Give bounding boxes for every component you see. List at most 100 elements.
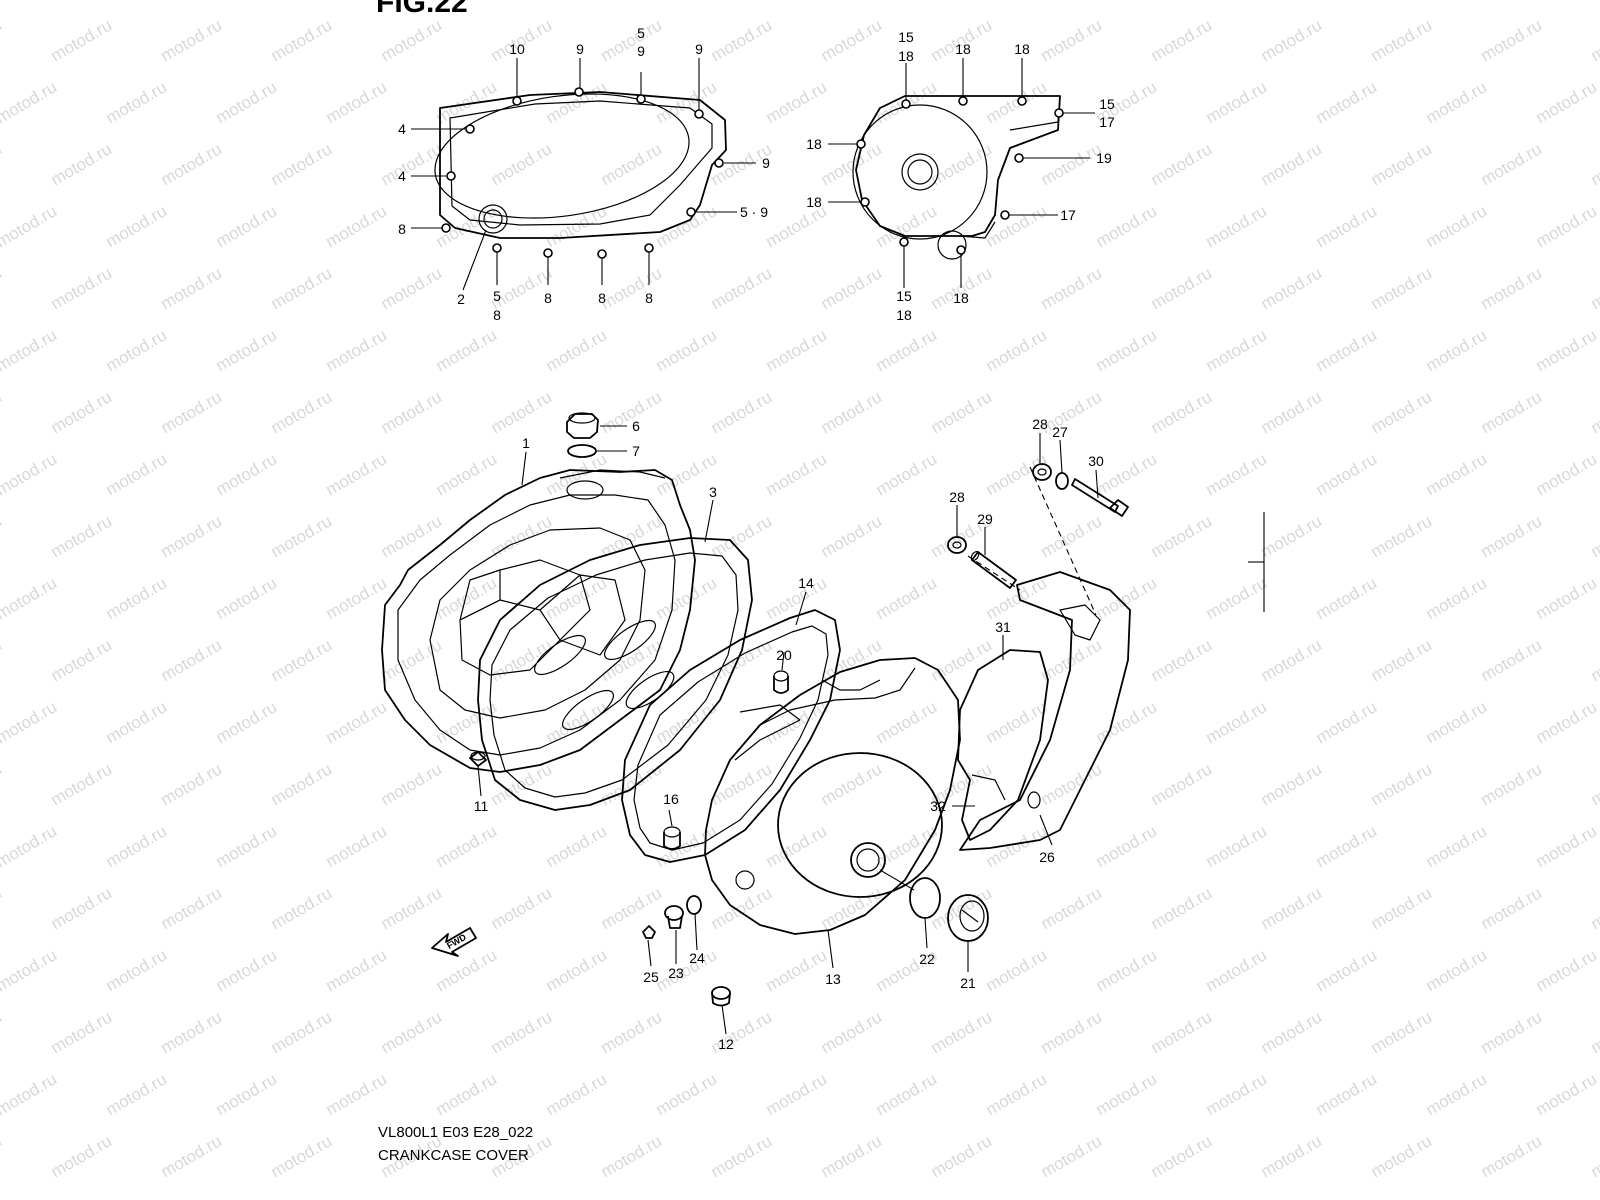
callout-label: 17 <box>1099 114 1115 130</box>
watermark-text: motod.ru <box>763 325 831 375</box>
watermark-text: motod.ru <box>1588 511 1600 561</box>
watermark-text: motod.ru <box>873 1069 941 1119</box>
callout-label: 23 <box>668 965 684 981</box>
watermark-text: motod.ru <box>1478 883 1546 933</box>
watermark-text: motod.ru <box>488 139 556 189</box>
watermark-text: motod.ru <box>488 511 556 561</box>
watermark-text: motod.ru <box>433 325 501 375</box>
watermark-text: motod.ru <box>653 573 721 623</box>
watermark-text: motod.ru <box>0 387 5 437</box>
watermark-text: motod.ru <box>433 821 501 871</box>
callout-label: 8 <box>398 221 406 237</box>
callout-label: 8 <box>544 290 552 306</box>
o-ring <box>567 444 597 458</box>
watermark-text: motod.ru <box>983 945 1051 995</box>
watermark-text: motod.ru <box>1148 1007 1216 1057</box>
watermark-text: motod.ru <box>158 759 226 809</box>
watermark-text: motod.ru <box>1258 387 1326 437</box>
watermark-text: motod.ru <box>1258 263 1326 313</box>
callout-label: 26 <box>1039 849 1055 865</box>
watermark-text: motod.ru <box>1368 139 1436 189</box>
callout-label: 11 <box>474 798 489 814</box>
watermark-text: motod.ru <box>598 263 666 313</box>
watermark-text: motod.ru <box>763 945 831 995</box>
watermark-text: motod.ru <box>1038 511 1106 561</box>
watermark-text: motod.ru <box>158 511 226 561</box>
watermark-text: motod.ru <box>983 325 1051 375</box>
callout-label: 18 <box>806 194 822 210</box>
watermark-text: motod.ru <box>433 1069 501 1119</box>
watermark-text: motod.ru <box>928 1007 996 1057</box>
watermark-text: motod.ru <box>323 449 391 499</box>
watermark-text: motod.ru <box>1588 883 1600 933</box>
watermark-text: motod.ru <box>1533 1069 1600 1119</box>
watermark-text: motod.ru <box>48 387 116 437</box>
watermark-text: motod.ru <box>488 883 556 933</box>
rubber-28-right <box>1032 463 1052 481</box>
watermark-text: motod.ru <box>928 635 996 685</box>
watermark-text: motod.ru <box>268 635 336 685</box>
watermark-text: motod.ru <box>48 263 116 313</box>
watermark-text: motod.ru <box>1423 573 1491 623</box>
watermark-text: motod.ru <box>103 449 171 499</box>
watermark-text: motod.ru <box>48 15 116 65</box>
watermark-text: motod.ru <box>1148 511 1216 561</box>
watermark-text: motod.ru <box>1258 1007 1326 1057</box>
callout-label: 3 <box>709 484 717 500</box>
watermark-text: motod.ru <box>708 1131 776 1181</box>
callout-label: 10 <box>509 41 525 57</box>
watermark-text: motod.ru <box>1093 1069 1161 1119</box>
watermark-text: motod.ru <box>213 201 281 251</box>
watermark-text: motod.ru <box>818 759 886 809</box>
watermark-text: motod.ru <box>653 325 721 375</box>
watermark-text: motod.ru <box>0 263 5 313</box>
watermark-text: motod.ru <box>268 139 336 189</box>
watermark-text: motod.ru <box>48 759 116 809</box>
watermark-text: motod.ru <box>1478 263 1546 313</box>
callout-label: 18 <box>806 136 822 152</box>
watermark-text: motod.ru <box>1313 573 1381 623</box>
watermark-text: motod.ru <box>1038 139 1106 189</box>
watermark-text: motod.ru <box>598 15 666 65</box>
watermark-text: motod.ru <box>1203 821 1271 871</box>
watermark-text: motod.ru <box>1423 449 1491 499</box>
watermark-text: motod.ru <box>213 573 281 623</box>
watermark-text: motod.ru <box>1478 511 1546 561</box>
watermark-text: motod.ru <box>0 821 60 871</box>
watermark-text: motod.ru <box>0 635 5 685</box>
watermark-text: motod.ru <box>1203 945 1271 995</box>
watermark-text: motod.ru <box>158 263 226 313</box>
watermark-text: motod.ru <box>1093 0 1161 3</box>
watermark-text: motod.ru <box>1533 449 1600 499</box>
watermark-text: motod.ru <box>1368 883 1436 933</box>
watermark-text: motod.ru <box>708 263 776 313</box>
model-code: VL800L1 E03 E28_022 <box>378 1124 534 1141</box>
cover-bolt-holes <box>441 87 724 259</box>
watermark-text: motod.ru <box>433 945 501 995</box>
watermark-text: motod.ru <box>1148 15 1216 65</box>
watermark-text: motod.ru <box>1368 759 1436 809</box>
callout-label: 24 <box>689 950 705 966</box>
watermark-text: motod.ru <box>213 697 281 747</box>
watermark-text: motod.ru <box>1533 201 1600 251</box>
callout-label: 31 <box>995 619 1011 635</box>
watermark-text: motod.ru <box>1588 263 1600 313</box>
watermark-text: motod.ru <box>1478 15 1546 65</box>
washer-24 <box>686 895 702 915</box>
callout-label: 19 <box>1096 150 1112 166</box>
watermark-text: motod.ru <box>1258 635 1326 685</box>
watermark-text: motod.ru <box>983 77 1051 127</box>
watermark-text: motod.ru <box>323 573 391 623</box>
watermark-text: motod.ru <box>1258 1131 1326 1181</box>
watermark-text: motod.ru <box>268 759 336 809</box>
callout-label: 4 <box>398 168 406 184</box>
watermark-text: motod.ru <box>873 325 941 375</box>
watermark-text: motod.ru <box>1258 883 1326 933</box>
bolt-30 <box>1071 478 1129 517</box>
watermark-text: motod.ru <box>268 263 336 313</box>
callout-label: 8 <box>598 290 606 306</box>
watermark-text: motod.ru <box>103 697 171 747</box>
watermark-text: motod.ru <box>1423 697 1491 747</box>
watermark-text: motod.ru <box>48 511 116 561</box>
